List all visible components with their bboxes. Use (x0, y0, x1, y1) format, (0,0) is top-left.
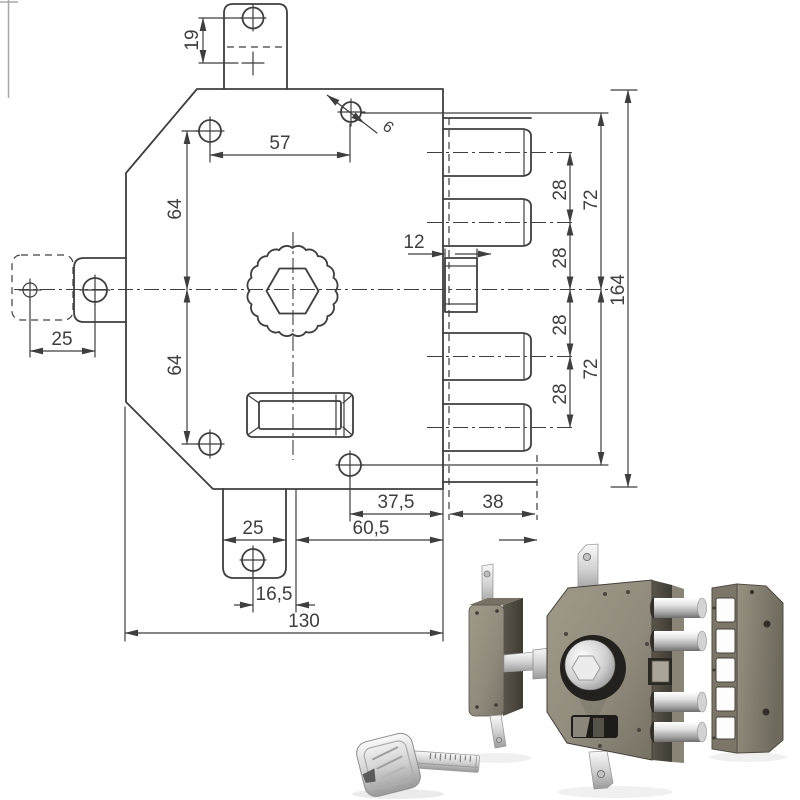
latch-3d (571, 715, 618, 738)
dim-25-bottom: 25 (222, 518, 287, 544)
dimension-annotations: 19 57 6 64 64 25 (29, 17, 638, 642)
strike-screw-hole-2 (762, 708, 770, 716)
lock-side-rim (672, 585, 684, 763)
dim-label-6: 6 (379, 118, 397, 137)
dim-label-164: 164 (608, 274, 629, 306)
centerlines (14, 151, 608, 460)
bottom-tab-hole (239, 545, 267, 575)
dim-label-64-upper: 64 (165, 198, 186, 220)
strike-main-face (736, 583, 784, 754)
bolt-3d-4 (650, 721, 707, 743)
top-tab-hole (239, 4, 267, 32)
dim-57: 57 (209, 123, 351, 163)
connecting-bar (503, 651, 535, 673)
knob-hexagon (265, 267, 320, 315)
strike-cutout-4 (715, 686, 736, 712)
product-render (352, 543, 786, 799)
module-front-face (468, 604, 505, 717)
dim-19: 19 (182, 17, 244, 64)
dim-label-60-5: 60,5 (353, 518, 390, 539)
dim-label-57: 57 (269, 133, 290, 154)
key-blade (409, 750, 480, 773)
sheet-border (0, 0, 18, 98)
key (356, 732, 480, 797)
cylinder-housing-hidden (11, 254, 74, 321)
dim-label-28-3: 28 (550, 314, 571, 335)
lock-body (546, 543, 707, 790)
dim-28-chain: 28 28 28 28 (550, 152, 574, 428)
strike-cutout-1 (715, 597, 736, 623)
module-bottom-strap (489, 714, 507, 749)
dim-label-19: 19 (182, 29, 203, 50)
thumbturn-knob (246, 245, 339, 337)
top-tab-center-mark (241, 51, 265, 76)
module-strap-hole (483, 570, 491, 578)
module-top-face (469, 598, 523, 605)
dim-38: 38 (449, 492, 536, 518)
strike-cutout-5 (715, 716, 736, 740)
dim-label-25-bottom: 25 (242, 518, 263, 539)
dim-label-28-4: 28 (550, 383, 571, 404)
key-head-notch (362, 768, 376, 783)
side-latch-bolt (651, 660, 670, 683)
dim-72-lower: 72 (360, 289, 609, 466)
dim-12: 12 (403, 232, 492, 259)
latch-faceplate (246, 392, 354, 438)
bolt-3d-3 (650, 691, 707, 713)
dim-label-25-left: 25 (51, 329, 72, 350)
strike-cutout-3 (715, 657, 736, 683)
strike-screw-hole-1 (763, 620, 771, 628)
knob-hex-nut (571, 655, 601, 681)
dim-label-28-1: 28 (550, 179, 571, 200)
dim-25-left: 25 (29, 298, 96, 358)
dim-label-72-upper: 72 (581, 189, 602, 210)
dim-130: 130 (124, 406, 444, 642)
dim-label-28-2: 28 (550, 247, 571, 268)
bolt-3d-2 (650, 630, 707, 652)
strike-cutout-2 (715, 628, 736, 654)
dim-6: 6 (326, 94, 397, 137)
dim-64-lower: 64 (165, 289, 201, 445)
bottom-tab-outline (222, 488, 287, 579)
dim-label-38: 38 (482, 492, 503, 513)
key-head (356, 732, 421, 797)
dim-72-upper: 72 (360, 112, 609, 290)
dim-label-72-lower: 72 (581, 358, 602, 379)
top-tab-outline (223, 3, 288, 90)
dim-37-5: 37,5 (349, 475, 444, 522)
lock-outline-drawing (11, 3, 538, 579)
dim-label-16-5: 16,5 (256, 584, 293, 605)
dim-16-5: 16,5 (234, 571, 315, 613)
dim-60-5: 60,5 (295, 488, 538, 613)
bolt-3d-1 (650, 597, 707, 619)
dim-164: 164 (608, 89, 638, 488)
dim-64-upper: 64 (165, 130, 201, 290)
strike-plate (711, 583, 784, 754)
side-latch (444, 257, 478, 313)
dim-label-130: 130 (288, 611, 320, 632)
dim-label-37-5: 37,5 (378, 492, 415, 513)
dim-label-64-lower: 64 (165, 354, 186, 376)
lower-right-screw-hole (335, 450, 365, 480)
dim-label-12: 12 (403, 232, 424, 253)
